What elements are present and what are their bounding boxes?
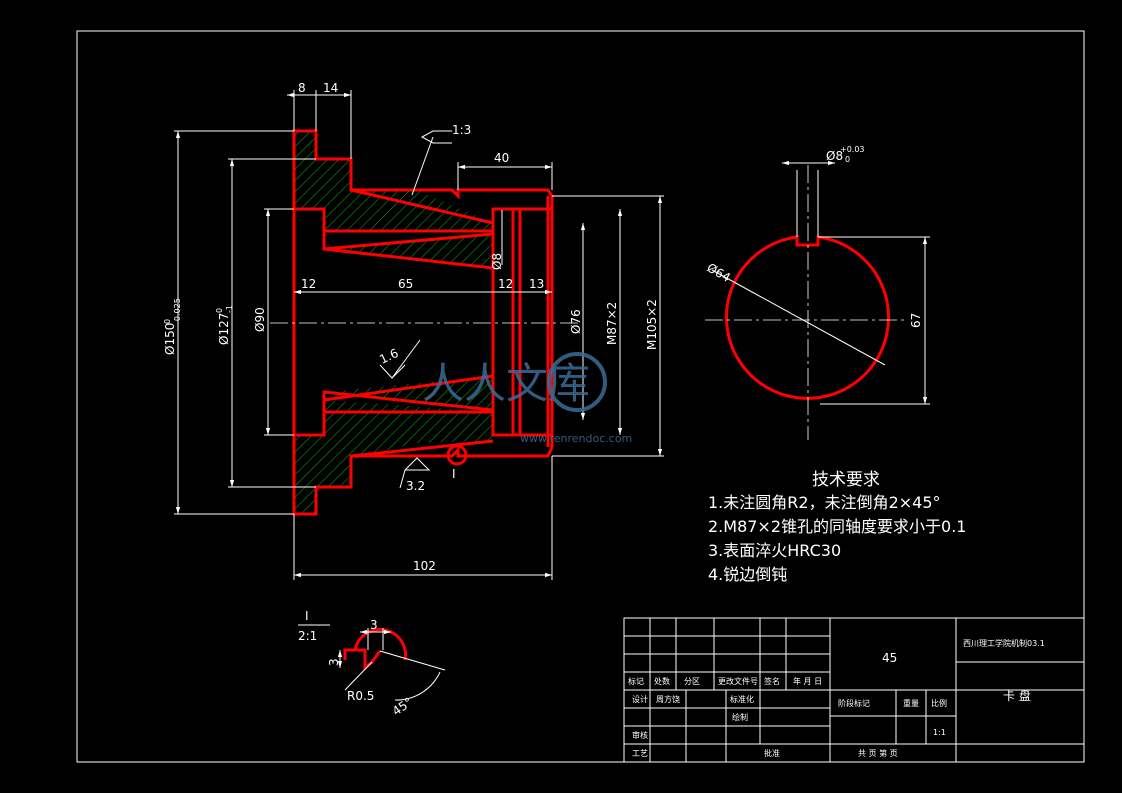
outer-outline xyxy=(292,129,554,516)
dim-dia90: Ø90 xyxy=(253,307,267,332)
tech-line-1: 1.未注圆角R2，未注倒角2×45° xyxy=(708,493,941,512)
dim-102: 102 xyxy=(413,559,436,573)
tb-stage-mark: 阶段标记 xyxy=(838,698,870,708)
tb-part-name: 卡 盘 xyxy=(1003,688,1031,703)
dim-14: 14 xyxy=(323,81,338,95)
title-block xyxy=(623,617,1085,763)
tb-sign: 签名 xyxy=(764,676,780,686)
section-view xyxy=(270,129,580,516)
section-dimensions xyxy=(174,90,664,580)
detail-angle: 45° xyxy=(390,695,415,719)
dim-dia150-tol-upper: 0 xyxy=(163,319,172,324)
dim-67: 67 xyxy=(909,313,923,328)
tech-line-3: 3.表面淬火HRC30 xyxy=(708,541,841,560)
roughness-1-6: 1.6 xyxy=(377,346,400,367)
dim-40: 40 xyxy=(494,151,509,165)
tb-school: 西川理工学院机制03.1 xyxy=(963,638,1045,648)
lower-inner-hatch xyxy=(324,376,493,410)
tb-sheets: 共 页 第 页 xyxy=(858,748,898,758)
detail-dim-3b: 3 xyxy=(327,658,341,666)
tb-process: 工艺 xyxy=(632,749,648,758)
drawing-frame xyxy=(76,30,1085,763)
roughness-3-2: 3.2 xyxy=(406,479,425,493)
dim-key8: Ø8 xyxy=(826,149,843,163)
dim-dia64: Ø64 xyxy=(705,260,733,284)
dim-65: 65 xyxy=(398,277,413,291)
taper-line-upper2 xyxy=(323,247,494,270)
tb-change-doc: 更改文件号 xyxy=(718,676,758,686)
tb-material: 45 xyxy=(882,651,897,665)
end-view xyxy=(705,160,930,440)
tech-heading: 技术要求 xyxy=(812,470,880,490)
tech-line-4: 4.锐边倒钝 xyxy=(708,565,787,584)
dim-m105: M105×2 xyxy=(645,299,659,350)
tb-ratio: 比例 xyxy=(931,698,947,708)
tb-standardize: 标准化 xyxy=(730,694,754,704)
tb-weight: 重量 xyxy=(903,698,919,708)
dim-12a: 12 xyxy=(301,277,316,291)
upper-section-hatch xyxy=(294,131,493,231)
tb-designer: 周方饶 xyxy=(656,694,680,704)
tb-design: 设计 xyxy=(632,694,648,704)
dim-dia127-tol-lower: -1 xyxy=(225,305,234,313)
tb-review: 审核 xyxy=(632,730,648,740)
dim-12b: 12 xyxy=(498,277,513,291)
dim-8: 8 xyxy=(298,81,306,95)
tb-scale: 1:1 xyxy=(933,728,946,737)
tb-count: 处数 xyxy=(654,676,670,686)
tech-line-2: 2.M87×2锥孔的同轴度要求小于0.1 xyxy=(708,517,966,536)
dim-dia76: Ø76 xyxy=(569,309,583,334)
watermark-text: 人人文库 xyxy=(422,359,590,408)
detail-scale: 2:1 xyxy=(298,629,317,643)
dim-dia150: Ø150 xyxy=(163,323,177,355)
cone-upper xyxy=(350,188,494,225)
tb-date: 年 月 日 xyxy=(793,676,822,686)
dim-13: 13 xyxy=(529,277,544,291)
dim-taper: 1:3 xyxy=(452,123,471,137)
detail-r05: R0.5 xyxy=(347,689,374,703)
dim-dia127: Ø127 xyxy=(217,313,231,345)
dim-key8-tol-lower: 0 xyxy=(845,155,850,164)
dim-dia150-tol-lower: -0.025 xyxy=(173,298,182,324)
detail-dim-3a: 3 xyxy=(370,618,378,632)
dim-dia8: Ø8 xyxy=(490,253,504,270)
upper-inner-hatch xyxy=(324,234,493,268)
detail-label: I xyxy=(305,609,309,623)
dim-key8-tol-upper: +0.03 xyxy=(840,145,865,154)
tb-mark: 标记 xyxy=(628,676,644,686)
dim-m87: M87×2 xyxy=(605,302,619,345)
cone-lower xyxy=(350,439,494,458)
end-view-outline xyxy=(725,235,890,400)
dim-dia127-tol-upper: 0 xyxy=(215,308,224,313)
watermark-logo: 人人文库 www.renrendoc.com xyxy=(422,352,632,445)
detail-circle xyxy=(446,444,468,466)
detail-view xyxy=(298,624,446,701)
tb-drawing: 绘制 xyxy=(732,712,748,722)
watermark-url: www.renrendoc.com xyxy=(520,432,632,445)
tb-zone: 分区 xyxy=(684,677,700,686)
detail-mark: I xyxy=(452,467,456,481)
taper-line-lower2 xyxy=(323,374,494,402)
tb-approve: 批准 xyxy=(764,748,780,758)
